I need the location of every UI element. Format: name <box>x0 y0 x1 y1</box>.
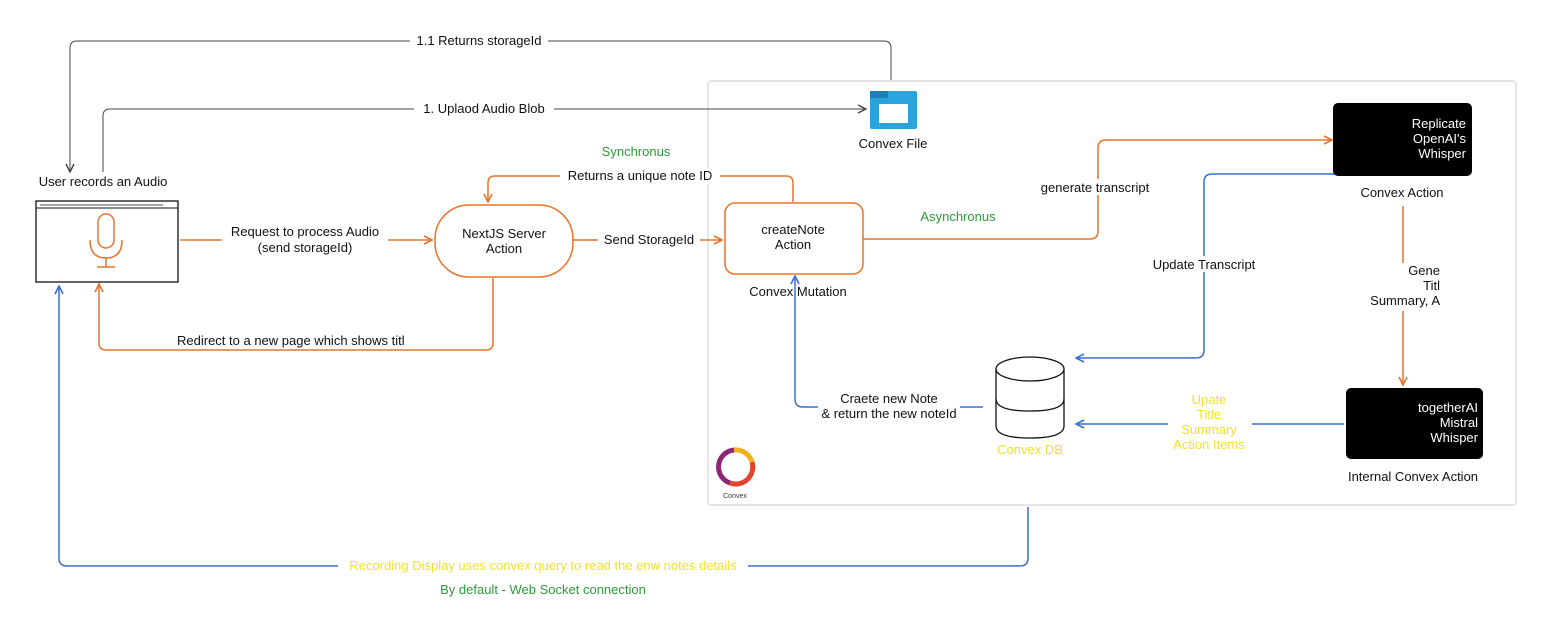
redirect-arrow <box>99 278 494 351</box>
recording-display-arrow <box>59 286 1029 567</box>
convex-action-label: Convex Action <box>1360 185 1443 200</box>
generate-summary-label-3: Summary, A <box>1370 293 1440 308</box>
request-process-label-1: Request to process Audio <box>231 224 379 239</box>
node-labels: User records an Audio NextJS Server Acti… <box>39 116 1479 500</box>
microphone-icon <box>89 213 123 268</box>
nextjs-label-1: NextJS Server <box>462 226 546 241</box>
upload-blob-arrow <box>102 109 866 172</box>
generate-summary-label-2: Titl <box>1423 278 1440 293</box>
create-note-arrow <box>795 276 983 408</box>
send-storage-label: Send StorageId <box>604 232 694 247</box>
convex-file-label: Convex File <box>859 136 928 151</box>
update-fields-label-2: Title <box>1197 407 1221 422</box>
redirect-label: Redirect to a new page which shows titl <box>177 333 405 348</box>
convex-db-label: Convex DB <box>997 442 1063 457</box>
internal-action-label: Internal Convex Action <box>1348 469 1478 484</box>
update-fields-label-4: Action Items <box>1173 437 1245 452</box>
together-ai-node <box>1346 388 1483 459</box>
convex-logo <box>716 447 756 487</box>
convex-mutation-label: Convex Mutation <box>749 284 847 299</box>
together-label-3: Whisper <box>1430 430 1478 445</box>
convex-boundary <box>707 80 1517 506</box>
update-fields-label-3: Summary <box>1181 422 1237 437</box>
together-label-1: togetherAI <box>1418 400 1478 415</box>
together-label-2: Mistral <box>1440 415 1478 430</box>
create-note-label-a: createNote <box>761 222 825 237</box>
web-socket-label: By default - Web Socket connection <box>440 582 646 597</box>
create-note-action-node <box>724 202 864 275</box>
replicate-label-3: Whisper <box>1418 146 1466 161</box>
replicate-label-2: OpenAI's <box>1413 131 1467 146</box>
replicate-whisper-node <box>1333 103 1472 176</box>
create-note-label-1: Craete new Note <box>840 391 938 406</box>
convex-db-icon <box>995 356 1065 439</box>
recording-display-label: Recording Display uses convex query to r… <box>349 558 737 573</box>
convex-logo-label: Convex <box>723 493 747 500</box>
returns-storage-label: 1.1 Returns storageId <box>416 33 541 48</box>
create-note-label-2: & return the new noteId <box>821 406 956 421</box>
update-transcript-label: Update Transcript <box>1153 257 1256 272</box>
replicate-label-1: Replicate <box>1412 116 1466 131</box>
edge-labels: 1.1 Returns storageId 1. Uplaod Audio Bl… <box>174 33 1442 597</box>
nextjs-server-action-node <box>434 204 574 278</box>
generate-summary-label-1: Gene <box>1408 263 1440 278</box>
user-label: User records an Audio <box>39 174 168 189</box>
request-process-label-2: (send storageId) <box>258 240 353 255</box>
upload-blob-label: 1. Uplaod Audio Blob <box>423 101 544 116</box>
folder-icon <box>870 91 917 129</box>
returns-note-id-label: Returns a unique note ID <box>568 168 713 183</box>
update-fields-label-1: Upate <box>1192 392 1227 407</box>
synchronus-label: Synchronus <box>602 144 671 159</box>
asynchronus-label: Asynchronus <box>920 209 996 224</box>
generate-transcript-label: generate transcript <box>1041 180 1150 195</box>
create-note-label-b: Action <box>775 237 811 252</box>
nextjs-label-2: Action <box>486 241 522 256</box>
user-browser-window <box>35 200 179 283</box>
